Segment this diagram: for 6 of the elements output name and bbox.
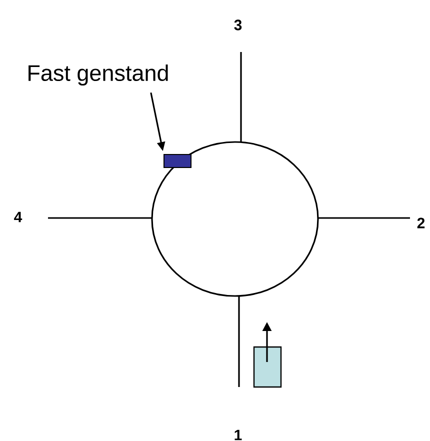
road-number: 1 bbox=[234, 430, 242, 440]
object-label: Fast genstand bbox=[28, 64, 168, 86]
road-number: 3 bbox=[234, 20, 242, 30]
fixed-object bbox=[164, 154, 192, 168]
road-number: 4 bbox=[14, 212, 22, 222]
road-number: 2 bbox=[417, 218, 425, 228]
